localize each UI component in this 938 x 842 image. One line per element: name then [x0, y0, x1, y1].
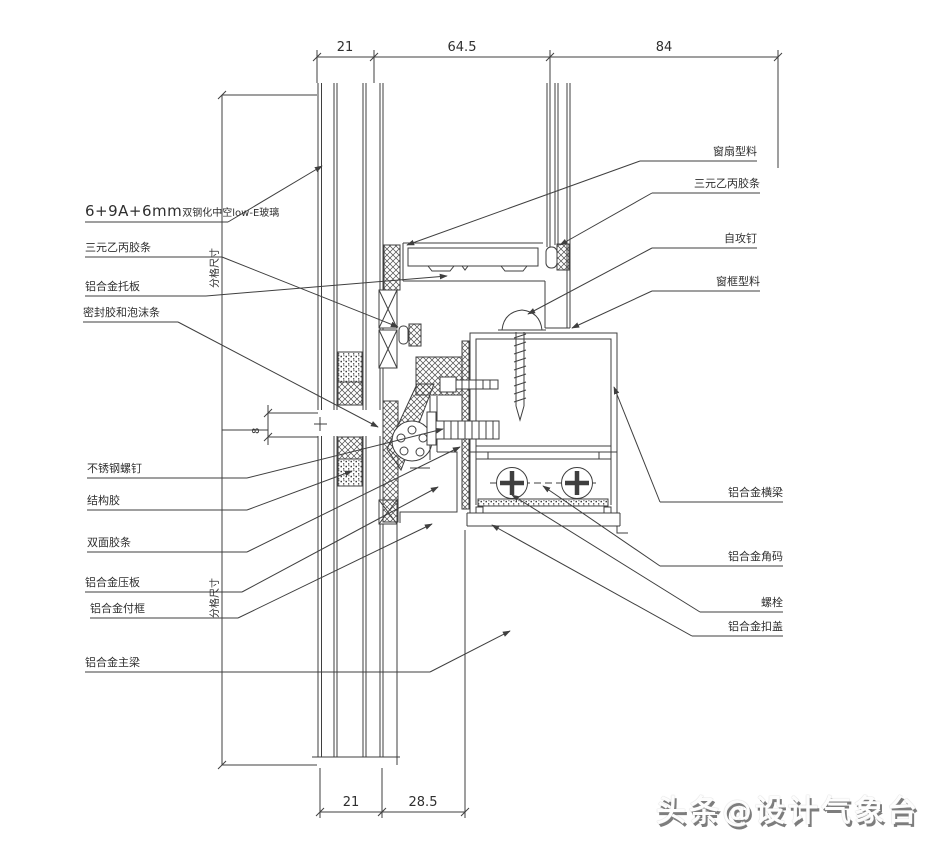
label-glass: 6+9A+6mm双钢化中空low-E玻璃	[85, 203, 279, 220]
angle-bracket-channel	[475, 451, 612, 507]
label-epdm-right: 三元乙丙胶条	[694, 177, 760, 190]
label-pressure-plate: 铝合金压板	[85, 576, 140, 589]
label-sealant-foam: 密封胶和泡沫条	[83, 306, 160, 319]
dim-joint-8: 8	[251, 427, 262, 434]
label-glass-type: 双钢化中空low-E玻璃	[182, 208, 280, 219]
vertical-text-grid-size-lower: 分格尺寸	[210, 578, 221, 618]
self-tapping-screw	[498, 309, 546, 422]
label-support-plate: 铝合金托板	[85, 280, 140, 293]
label-self-tapping-screw: 自攻钉	[724, 232, 757, 245]
label-double-sided-tape: 双面胶条	[87, 536, 131, 549]
label-main-mullion: 铝合金主梁	[85, 656, 140, 669]
watermark: 头条@设计气象台	[656, 794, 920, 829]
top-dimension-chain	[312, 50, 783, 168]
label-epdm-left: 三元乙丙胶条	[85, 241, 151, 254]
structural-silicone-blocks	[337, 351, 363, 487]
curtain-wall-glass	[312, 83, 400, 765]
right-leader-lines	[406, 160, 783, 637]
label-structural-silicone: 结构胶	[87, 494, 120, 507]
label-stainless-screw: 不锈钢螺钉	[87, 462, 142, 475]
snap-on-cover	[466, 506, 628, 534]
dim-top-84: 84	[655, 40, 673, 55]
window-sash-rail	[383, 242, 570, 347]
sash-frame-profiles	[544, 83, 571, 329]
label-snap-cover: 铝合金扣盖	[728, 620, 783, 633]
label-frame-profile: 窗框型料	[716, 275, 760, 288]
label-cross-beam: 铝合金横梁	[728, 486, 783, 499]
dim-top-21: 21	[336, 40, 354, 55]
gasket-wheel	[391, 420, 433, 462]
dim-top-64-5: 64.5	[447, 40, 477, 55]
dim-bottom-28-5: 28.5	[408, 795, 438, 810]
label-sash-profile: 窗扇型料	[713, 145, 757, 158]
label-sub-frame: 铝合金付框	[90, 602, 145, 615]
left-dimension-line	[217, 90, 327, 770]
label-angle-bracket: 铝合金角码	[728, 550, 783, 563]
vertical-text-grid-size-upper: 分格尺寸	[210, 248, 221, 288]
label-bolt: 螺栓	[761, 596, 783, 609]
bottom-dimension-chain	[315, 530, 470, 818]
left-leader-lines	[83, 165, 511, 673]
dim-bottom-21: 21	[342, 795, 360, 810]
label-glass-spec: 6+9A+6mm	[85, 202, 183, 220]
